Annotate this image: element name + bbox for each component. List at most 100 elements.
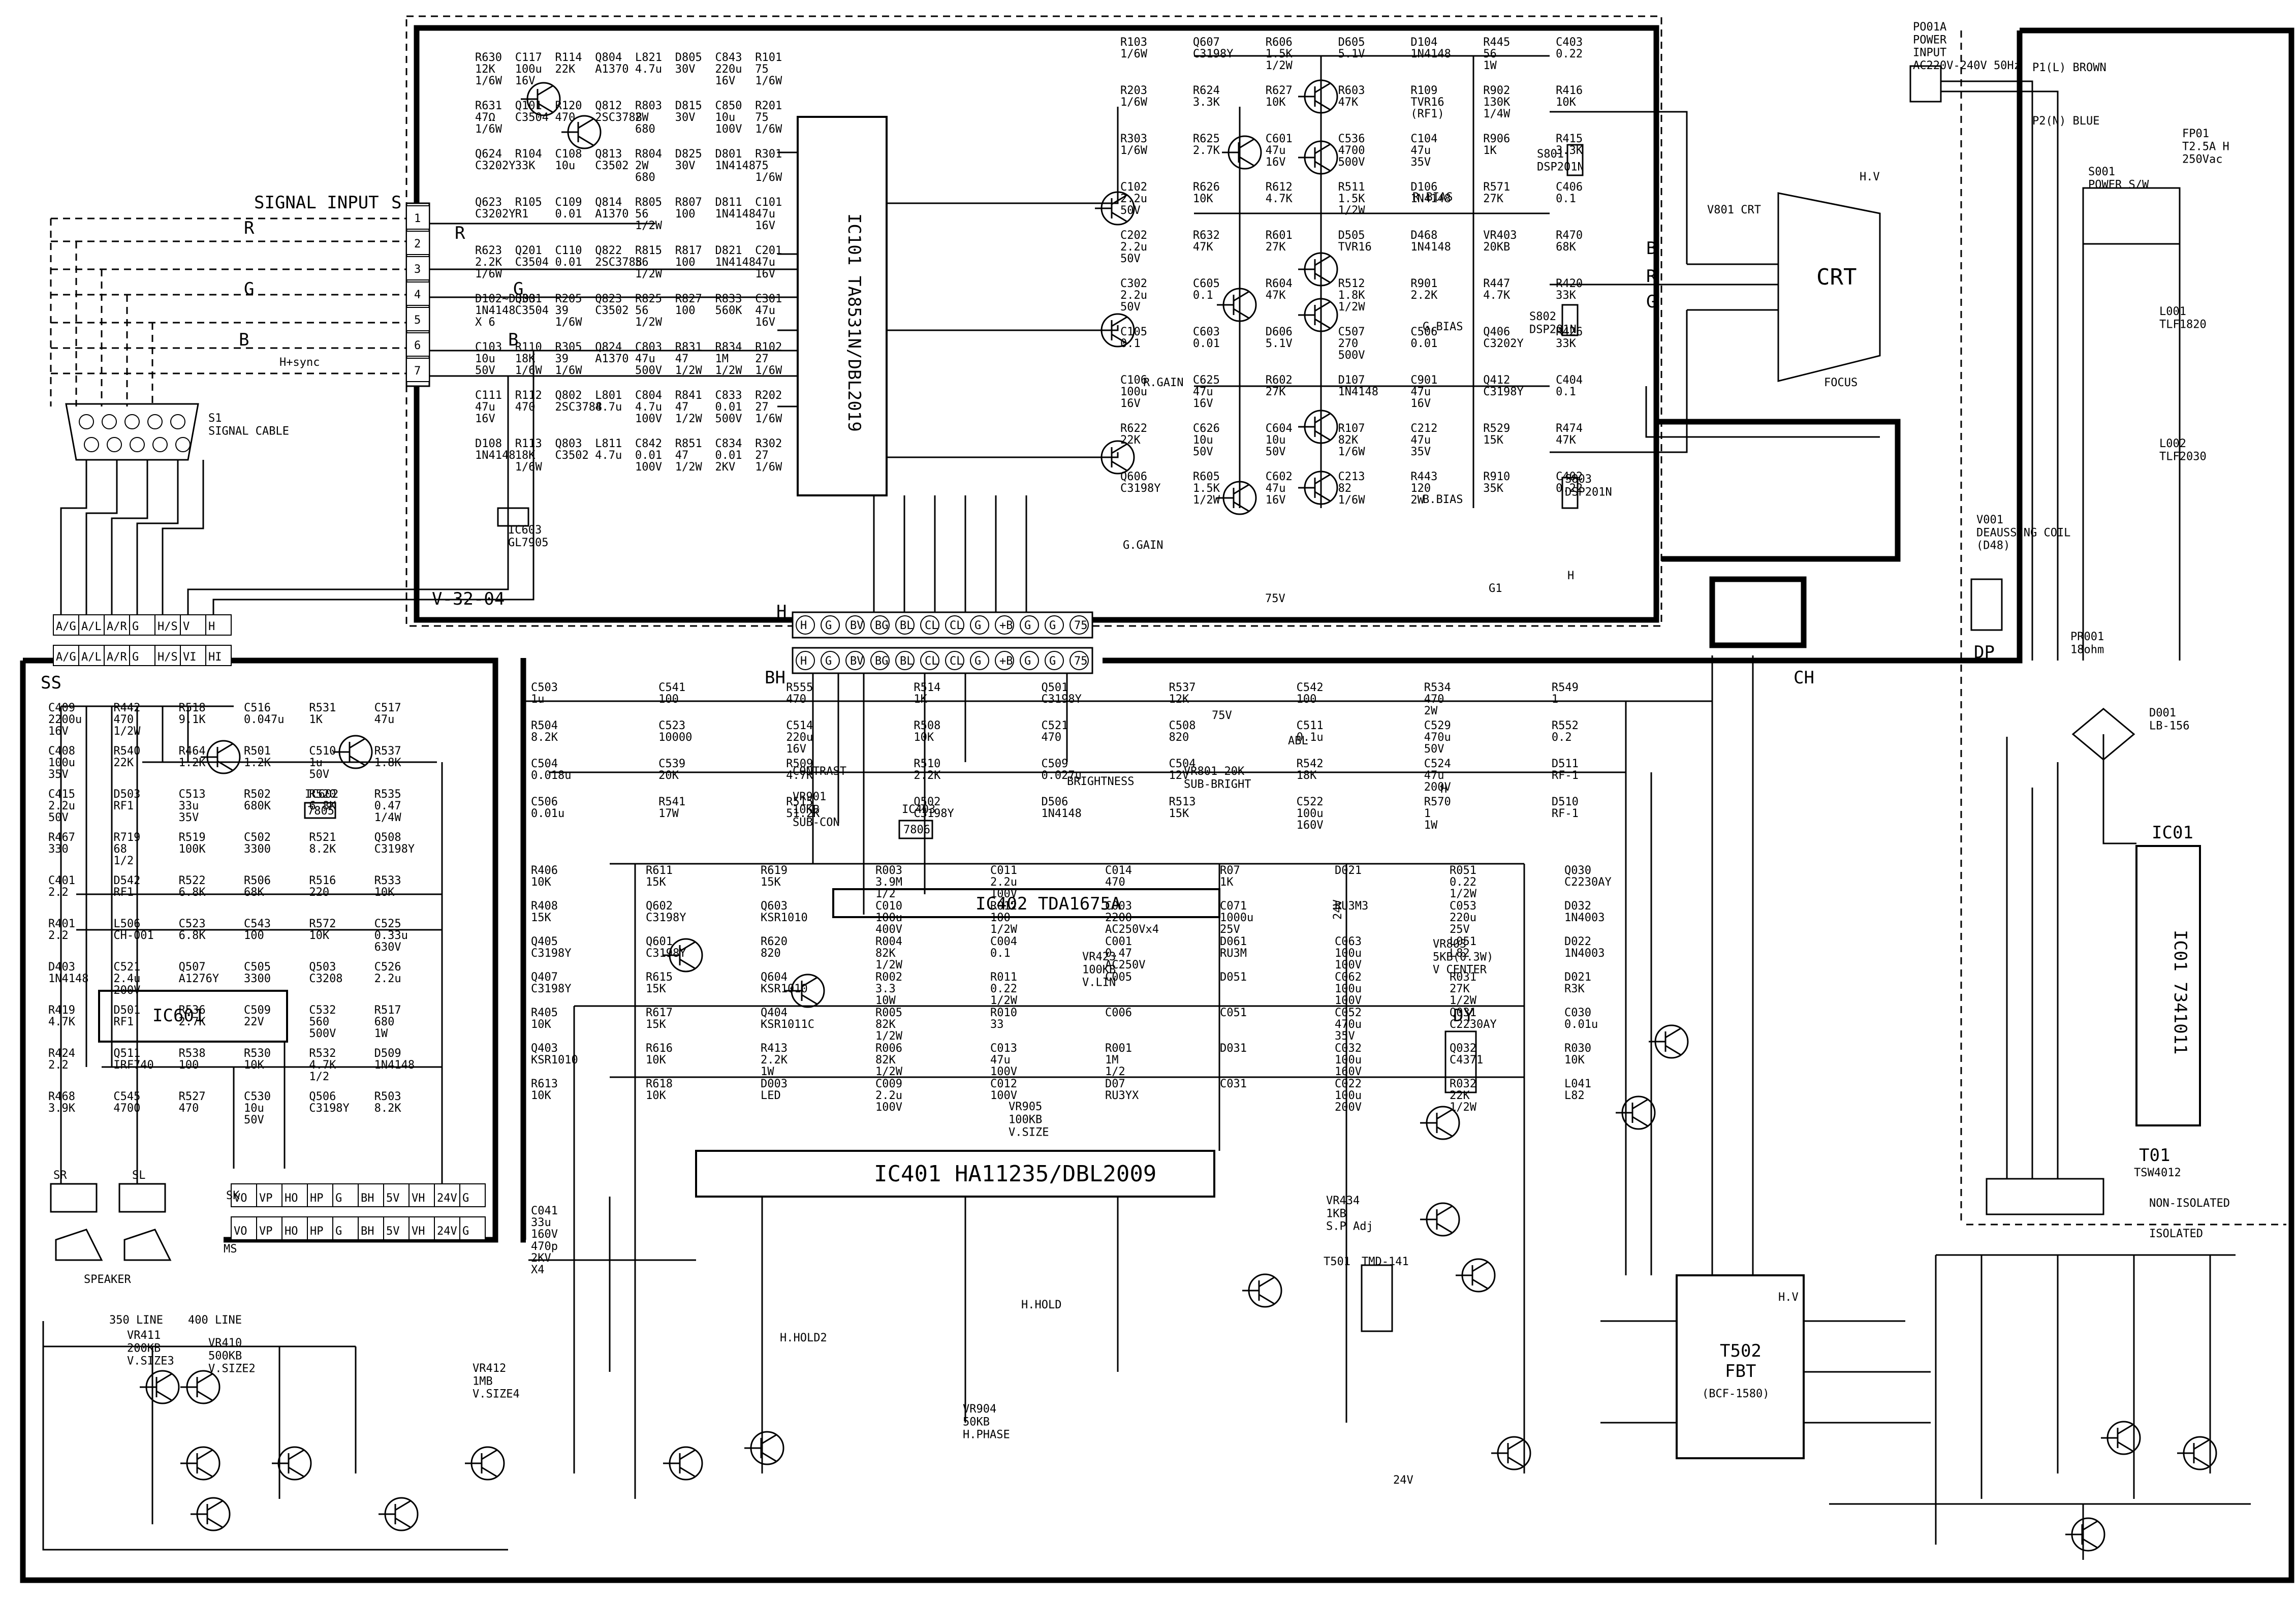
v75-main-label: 75V bbox=[1212, 709, 1232, 722]
transistor-leads bbox=[180, 1373, 213, 1401]
sk-header-pin-label: BH bbox=[361, 1192, 374, 1205]
ms-label: MS bbox=[224, 1243, 237, 1256]
v24-label: 24V bbox=[1332, 899, 1344, 920]
sk-header-pin-label: 24V bbox=[437, 1192, 457, 1205]
h-header-pin-label: G bbox=[1024, 619, 1031, 632]
ic01-label: IC01 bbox=[2152, 823, 2193, 843]
ic602-label: IC602 bbox=[305, 788, 338, 801]
transistor-leads bbox=[465, 1449, 497, 1478]
focus-label: FOCUS bbox=[1824, 377, 1858, 389]
ch-connector: CH bbox=[1794, 668, 1814, 688]
transistor-leads bbox=[1491, 1439, 1524, 1467]
signal-cable-header-pin-label: A/L bbox=[81, 620, 102, 633]
b-bias-label: B.BIAS bbox=[1423, 493, 1463, 506]
component-label: C031 bbox=[1220, 1078, 1247, 1090]
h-main-label: H bbox=[1440, 783, 1447, 796]
transistor-leads bbox=[191, 1500, 223, 1528]
sk-label: SK bbox=[226, 1189, 240, 1202]
dsub-pin bbox=[170, 414, 185, 429]
sk-header-pin bbox=[358, 1183, 384, 1207]
t502-label: T502 bbox=[1720, 1341, 1762, 1361]
dsub-pin bbox=[84, 437, 99, 452]
transistor-leads bbox=[1616, 1099, 1648, 1127]
signal-input-pin bbox=[406, 307, 430, 331]
t501: T501 TMD-141 bbox=[1324, 1256, 1409, 1332]
sk-header-pin-label: G bbox=[335, 1192, 342, 1205]
abl-label: ABL bbox=[1288, 735, 1308, 747]
h-hold2-label: H.HOLD2 bbox=[780, 1332, 827, 1344]
signal-cable-header-pin bbox=[129, 614, 155, 636]
g1-label: G1 bbox=[1489, 582, 1502, 595]
ms-header-pin bbox=[358, 1216, 384, 1240]
ss-header-pin bbox=[205, 645, 232, 666]
h-header-pin bbox=[796, 615, 815, 635]
bh-header-pin-label: H bbox=[800, 655, 807, 668]
h-header-pin-label: CL bbox=[950, 619, 963, 632]
transistor-leads bbox=[521, 85, 553, 113]
transistor-leads bbox=[1420, 1109, 1453, 1137]
